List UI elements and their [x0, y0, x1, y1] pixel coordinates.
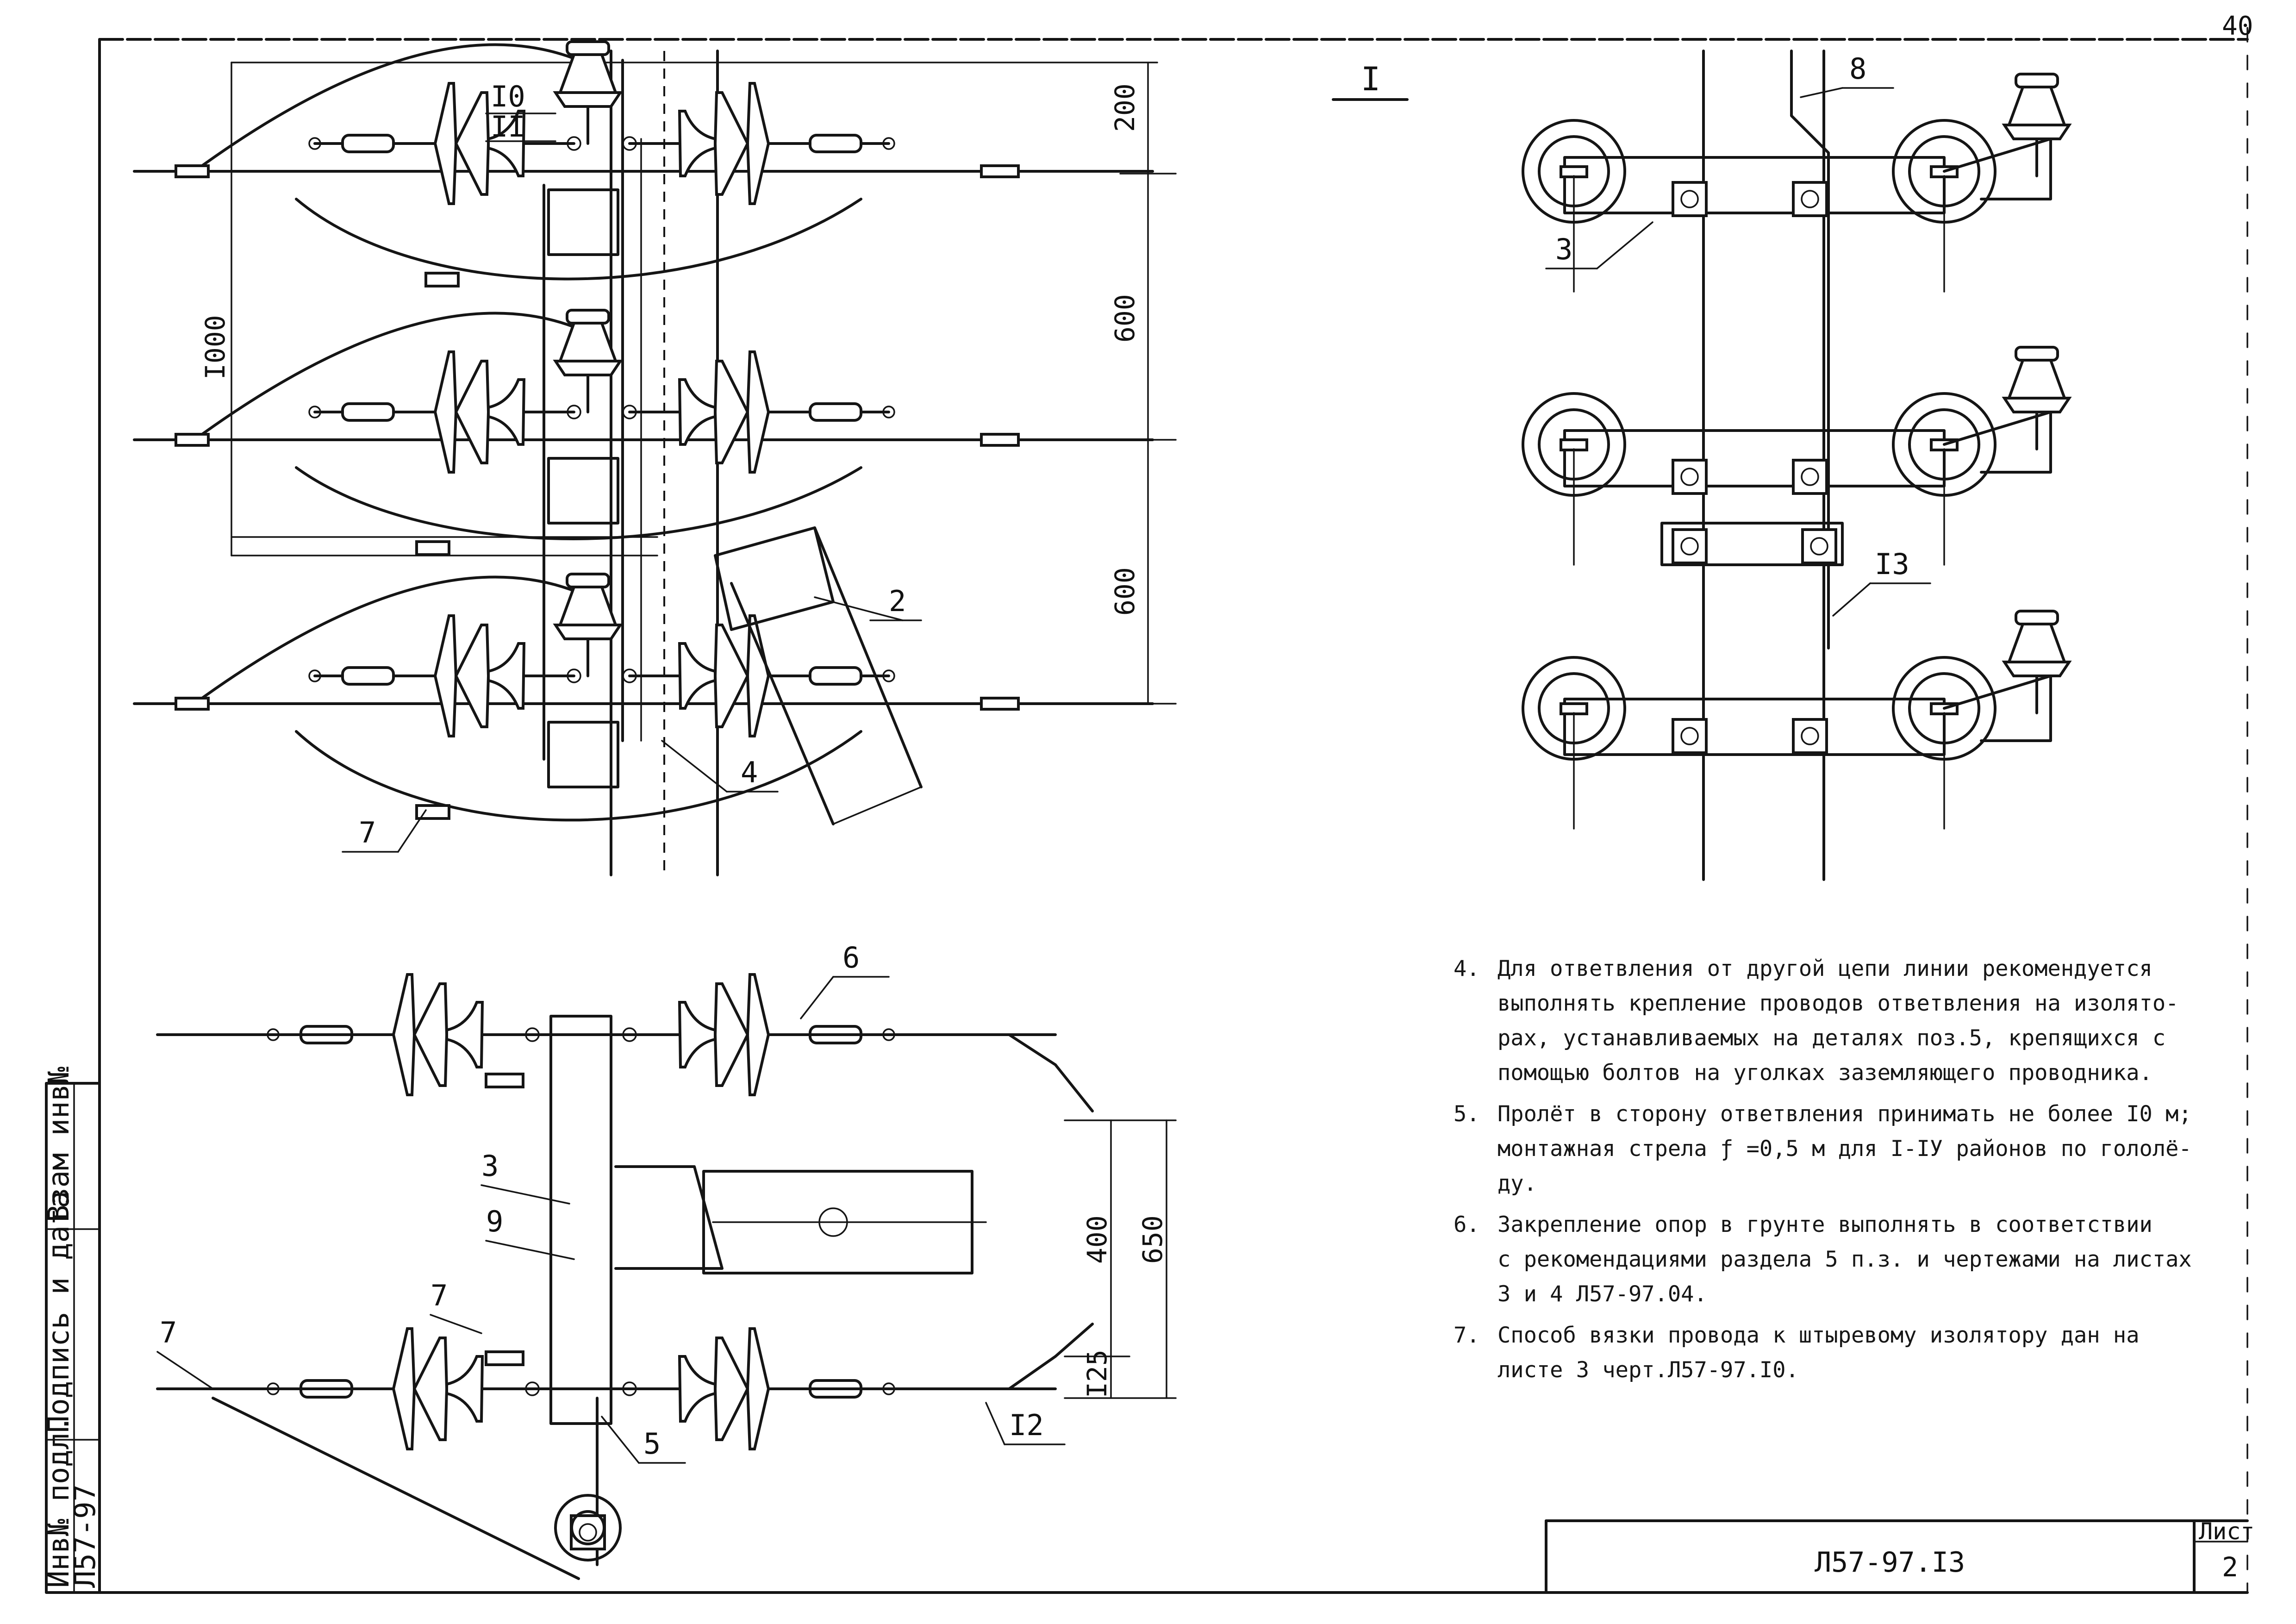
- callout-4: 4: [661, 740, 779, 793]
- callout-number: I0: [491, 80, 525, 113]
- note-line: рах, устанавливаемых на деталях поз.5, к…: [1497, 1025, 2166, 1051]
- callout-number: 6: [842, 941, 860, 974]
- section-arm-2: [1523, 347, 2069, 566]
- strut-bracket: [714, 526, 923, 825]
- sheet-number: 2: [2222, 1551, 2238, 1583]
- note-line: с рекомендациями раздела 5 п.з. и чертеж…: [1497, 1247, 2192, 1272]
- note-line: листе 3 черт.Л57-97.I0.: [1497, 1357, 1799, 1383]
- phase-level-1: [133, 42, 1154, 287]
- phase-level-3: [133, 574, 1154, 822]
- note-number: 6.: [1454, 1212, 1480, 1237]
- plan-view: 400 650 I25 6 3 9 7 7 5: [156, 941, 1177, 1580]
- callout-number: 7: [430, 1279, 448, 1312]
- callout-number: 5: [643, 1427, 661, 1461]
- callout-13: I3: [1832, 547, 1931, 617]
- inv-label: Инв№ подл.: [42, 1415, 75, 1588]
- note-6: 6. Закрепление опор в грунте выполнять в…: [1454, 1207, 2287, 1312]
- callout-7-mid: 7: [430, 1279, 482, 1334]
- callout-7-top: 7: [342, 809, 427, 853]
- callout-8: 8: [1800, 52, 1894, 98]
- note-line: 3 и 4 Л57-97.04.: [1497, 1281, 1707, 1307]
- notes-list: 4. Для ответвления от другой цепи линии …: [1454, 951, 2287, 1394]
- callout-number: 7: [359, 816, 376, 849]
- section-arm-3: [1523, 611, 2069, 829]
- callout-5: 5: [601, 1416, 686, 1464]
- callout-12: I2: [985, 1402, 1066, 1445]
- dim-600-a: 600: [1109, 294, 1141, 343]
- callout-number: 3: [1555, 232, 1572, 266]
- callout-number: 9: [486, 1205, 503, 1238]
- note-5: 5. Пролёт в сторону ответвления принимат…: [1454, 1097, 2287, 1201]
- callout-3-section: 3: [1545, 221, 1653, 269]
- dim-650: 650: [1137, 1215, 1168, 1264]
- dim-200: 200: [1109, 83, 1141, 132]
- section-view: 8 3 I3: [1523, 50, 2069, 881]
- note-line: Пролёт в сторону ответвления принимать н…: [1497, 1101, 2192, 1127]
- note-line: Для ответвления от другой цепи линии рек…: [1497, 956, 2152, 981]
- callout-9: 9: [485, 1205, 575, 1260]
- swap-inv-label: Взам инв№: [42, 1066, 75, 1222]
- callout-number: 4: [741, 756, 758, 789]
- corner-number: 40: [2222, 11, 2253, 41]
- dim-400: 400: [1081, 1215, 1113, 1264]
- note-line: монтажная стрела ƒ =0,5 м для I-IУ район…: [1497, 1136, 2192, 1162]
- callout-11: II: [485, 110, 556, 144]
- callout-3-plan: 3: [480, 1149, 570, 1205]
- callout-10: I0: [485, 80, 556, 114]
- note-line: Закрепление опор в грунте выполнять в со…: [1497, 1212, 2152, 1237]
- sheet-label: Лист: [2199, 1518, 2254, 1545]
- dim-1000: I000: [200, 315, 231, 380]
- callout-number: I2: [1009, 1408, 1044, 1442]
- phase-level-2: [133, 310, 1154, 556]
- note-line: ду.: [1497, 1171, 1537, 1196]
- callout-2: 2: [814, 584, 922, 621]
- doc-code: Л57-97.I3: [1815, 1546, 1965, 1579]
- section-arm-1: [1523, 74, 2069, 292]
- sign-date-label: Подпись и дата: [42, 1191, 75, 1433]
- note-line: помощью болтов на уголках заземляющего п…: [1497, 1060, 2152, 1086]
- callout-7-left: 7: [156, 1316, 214, 1390]
- note-line: Способ вязки провода к штыревому изолято…: [1497, 1323, 2140, 1348]
- inv-value: Л57-97: [68, 1484, 102, 1588]
- note-7: 7. Способ вязки провода к штыревому изол…: [1454, 1318, 2287, 1387]
- callout-number: 3: [481, 1149, 499, 1183]
- note-number: 7.: [1454, 1323, 1480, 1348]
- callout-6: 6: [800, 941, 890, 1019]
- main-elevation: 200 600 600 I000 I: [133, 42, 1409, 876]
- note-4: 4. Для ответвления от другой цепи линии …: [1454, 951, 2287, 1090]
- title-block: Л57-97.I3 Лист 2 40: [1545, 11, 2254, 1594]
- callout-number: 2: [889, 584, 906, 618]
- callout-number: 7: [160, 1316, 177, 1349]
- callout-number: II: [491, 110, 525, 144]
- side-stamp: Взам инв№ Подпись и дата Инв№ подл. Л57-…: [42, 1066, 102, 1594]
- dim-600-b: 600: [1109, 567, 1141, 616]
- callout-number: I3: [1875, 547, 1909, 581]
- note-number: 5.: [1454, 1101, 1480, 1127]
- note-line: выполнять крепление проводов ответвления…: [1497, 991, 2179, 1016]
- note-number: 4.: [1454, 956, 1480, 981]
- callout-number: 8: [1849, 52, 1866, 86]
- section-mark: I: [1361, 60, 1380, 98]
- dim-125: I25: [1081, 1349, 1113, 1398]
